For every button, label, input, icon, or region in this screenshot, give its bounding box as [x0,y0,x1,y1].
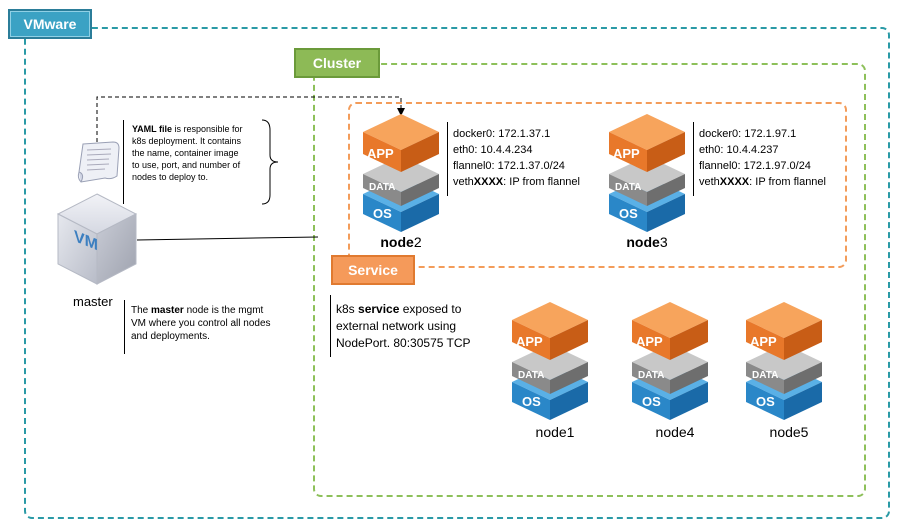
svg-text:DATA: DATA [518,370,544,381]
vmware-label: VMware [8,9,92,39]
node3-stack-icon: OS DATA APP [609,114,685,232]
node2-eth0: eth0: 10.4.4.234 [453,144,533,156]
node1-caption: node1 [535,424,575,440]
app-layer: APP [363,114,439,172]
node1-stack-icon: OS DATA APP [512,302,588,420]
app-layer: APP [746,302,822,360]
svg-text:DATA: DATA [752,370,778,381]
svg-text:DATA: DATA [369,182,395,193]
master-vm-icon: VM [56,193,138,285]
yaml-note-line5: nodes to deploy to. [132,172,209,182]
svg-text:OS: OS [756,394,775,409]
node4-caption: node4 [655,424,695,440]
service-description: k8s service exposed to external network … [336,302,471,350]
data-layer: DATA [632,344,708,394]
master-note: The master node is the mgmt VM where you… [131,305,271,342]
node3-flannel0: flannel0: 172.1.97.0/24 [699,160,811,172]
node2-stack-icon: OS DATA APP [363,114,439,232]
yaml-note: YAML file is responsible for k8s deploym… [132,123,267,183]
service-desc-bracket [330,295,331,357]
svg-text:OS: OS [642,394,661,409]
app-layer: APP [609,114,685,172]
node2-info: docker0: 172.1.37.1 eth0: 10.4.4.234 fla… [453,126,580,190]
svg-text:APP: APP [516,334,543,349]
svg-text:APP: APP [367,146,394,161]
svg-text:OS: OS [373,206,392,221]
yaml-to-node2-arrow [96,96,405,142]
data-layer: DATA [512,344,588,394]
service-boundary [348,102,847,268]
node2-flannel0: flannel0: 172.1.37.0/24 [453,160,565,172]
data-layer: DATA [363,156,439,206]
node3-veth: vethXXXX: IP from flannel [699,176,826,188]
node2-caption: node2 [380,234,422,250]
node3-info: docker0: 172.1.97.1 eth0: 10.4.4.237 fla… [699,126,826,190]
svg-text:DATA: DATA [615,182,641,193]
svg-text:APP: APP [613,146,640,161]
node2-veth: vethXXXX: IP from flannel [453,176,580,188]
svg-text:DATA: DATA [638,370,664,381]
svg-text:APP: APP [750,334,777,349]
cluster-boundary [313,63,866,497]
cluster-label: Cluster [294,48,380,78]
node4-stack-icon: OS DATA APP [632,302,708,420]
node3-caption: node3 [626,234,668,250]
service-label: Service [331,255,415,285]
yaml-note-line1: is responsible for [172,124,243,134]
node3-info-bracket [693,122,694,196]
node5-stack-icon: OS DATA APP [746,302,822,420]
data-layer: DATA [746,344,822,394]
svg-text:OS: OS [522,394,541,409]
node5-caption: node5 [769,424,809,440]
vmware-boundary [24,27,890,519]
yaml-note-bracket [123,120,128,204]
yaml-note-brace [261,119,279,205]
node2-docker0: docker0: 172.1.37.1 [453,128,551,140]
yaml-note-line3: the name, container image [132,148,239,158]
app-layer: APP [632,302,708,360]
master-caption: master [73,294,113,309]
node3-eth0: eth0: 10.4.4.237 [699,144,779,156]
yaml-note-line4: to use, port, and number of [132,160,241,170]
app-layer: APP [512,302,588,360]
data-layer: DATA [609,156,685,206]
svg-text:OS: OS [619,206,638,221]
yaml-note-line2: k8s deployment. It contains [132,136,242,146]
svg-text:APP: APP [636,334,663,349]
node3-docker0: docker0: 172.1.97.1 [699,128,797,140]
master-to-cluster-line [136,236,319,241]
yaml-file-icon [77,141,120,183]
yaml-note-bold: YAML file [132,124,173,134]
node2-info-bracket [447,122,448,196]
master-note-bracket [124,300,125,354]
